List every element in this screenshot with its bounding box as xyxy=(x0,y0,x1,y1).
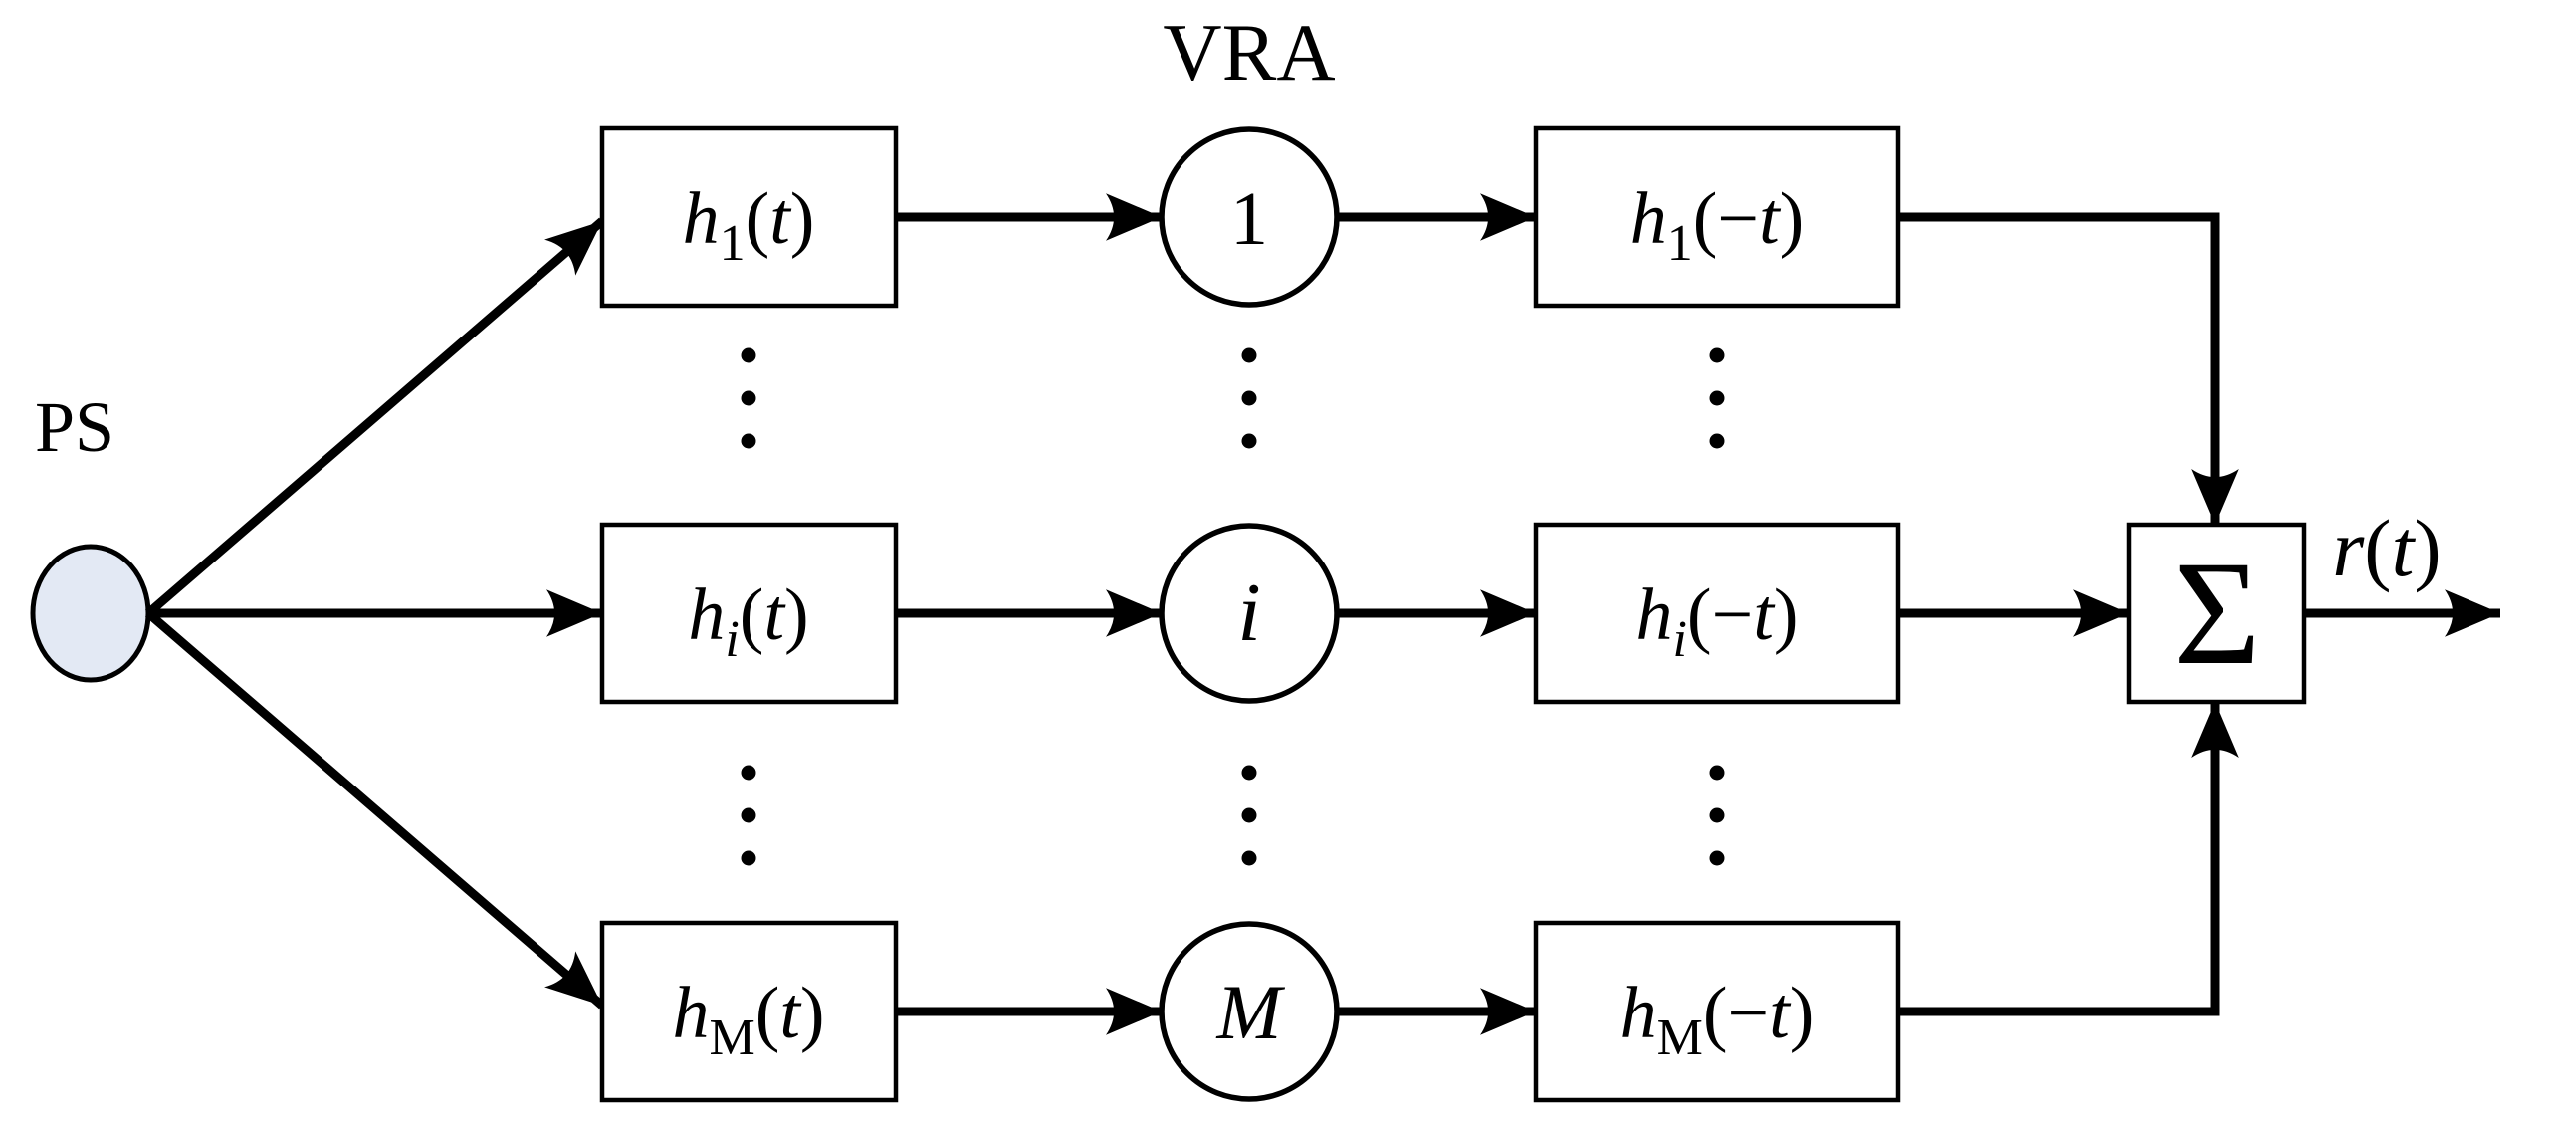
dot xyxy=(741,390,756,406)
forward-filter-label-i: hi(t) xyxy=(688,574,808,668)
arrow-source-to-h1 xyxy=(145,217,605,617)
reverse-filter-label-1: h1(−t) xyxy=(1630,178,1805,272)
time-variable: t xyxy=(779,973,802,1054)
func-symbol: h xyxy=(672,973,709,1054)
paren-open: ( xyxy=(740,574,764,656)
time-variable: t xyxy=(763,574,786,656)
dot xyxy=(1709,433,1725,449)
ellipsis-col1-gap2 xyxy=(741,765,756,866)
time-variable: t xyxy=(2392,503,2417,593)
paren-close: ) xyxy=(1780,178,1805,260)
dot xyxy=(1241,433,1257,449)
func-symbol: r xyxy=(2332,503,2365,593)
ellipsis-col2-gap2 xyxy=(1241,765,1257,866)
wire-h1rev-to-sum xyxy=(1898,212,2239,525)
paren-open: ( xyxy=(746,178,770,260)
dot xyxy=(1241,765,1257,781)
time-variable: t xyxy=(1759,178,1782,260)
func-subscript: 1 xyxy=(1667,215,1693,272)
reverse-filter-label-i: hi(−t) xyxy=(1635,574,1798,668)
reverse-filter-box-M xyxy=(1533,920,1901,1103)
ellipsis-col1-gap1 xyxy=(741,347,756,449)
paren-close: ) xyxy=(2414,503,2441,593)
minus-sign: − xyxy=(1727,973,1769,1054)
paren-close: ) xyxy=(784,574,809,656)
output-signal-label: r(t) xyxy=(2332,503,2441,593)
point-source-group: PS xyxy=(30,387,151,683)
paren-open: ( xyxy=(1693,178,1718,260)
minus-sign: − xyxy=(1712,574,1754,656)
array-element-label-1: 1 xyxy=(1230,177,1268,261)
dot xyxy=(1241,347,1257,363)
paren-open: ( xyxy=(1703,973,1728,1054)
paren-close: ) xyxy=(790,178,815,260)
dot xyxy=(741,807,756,823)
arrow-source-to-hM xyxy=(145,609,605,1010)
dot xyxy=(1709,765,1725,781)
ellipsis-col3-gap2 xyxy=(1709,765,1725,866)
dot xyxy=(1709,850,1725,866)
paren-open: ( xyxy=(755,973,780,1054)
func-symbol: h xyxy=(688,574,725,656)
dot xyxy=(1241,807,1257,823)
dot xyxy=(1709,390,1725,406)
func-symbol: h xyxy=(1635,574,1672,656)
array-title: VRA xyxy=(1163,7,1335,98)
reverse-filter-box-i xyxy=(1533,522,1901,705)
forward-filter-label-M: hM(t) xyxy=(672,973,824,1066)
row-channel-i: hi(t) i hi(−t) xyxy=(599,522,2129,705)
minus-sign: − xyxy=(1717,178,1759,260)
reverse-filter-label-M: hM(−t) xyxy=(1620,973,1815,1066)
func-symbol: h xyxy=(683,178,720,260)
func-subscript: i xyxy=(1672,611,1686,668)
paren-close: ) xyxy=(800,973,825,1054)
dot xyxy=(1241,850,1257,866)
ellipsis-col3-gap1 xyxy=(1709,347,1725,449)
wire-hMrev-to-sum xyxy=(1898,702,2239,1016)
array-element-label-i: i xyxy=(1237,566,1260,659)
time-variable: t xyxy=(1769,973,1792,1054)
dot xyxy=(741,347,756,363)
point-source-node xyxy=(30,544,151,683)
dot xyxy=(1241,390,1257,406)
dot xyxy=(741,850,756,866)
paren-open: ( xyxy=(1687,574,1712,656)
func-subscript: M xyxy=(709,1010,754,1066)
dot xyxy=(741,433,756,449)
ellipsis-col2-gap1 xyxy=(1241,347,1257,449)
func-symbol: h xyxy=(1620,973,1657,1054)
dot xyxy=(741,765,756,781)
sum-symbol: Σ xyxy=(2173,531,2259,696)
summation-group: Σ r(t) xyxy=(2126,503,2500,705)
paren-close: ) xyxy=(1790,973,1815,1054)
forward-filter-box-M xyxy=(599,920,899,1103)
row-channel-M: hM(t) M hM(−t) xyxy=(599,702,2239,1103)
row-channel-1: h1(t) 1 h1(−t) xyxy=(599,125,2239,525)
time-variable: t xyxy=(769,178,792,260)
array-element-label-M: M xyxy=(1216,969,1286,1055)
source-label: PS xyxy=(35,387,114,467)
func-subscript: i xyxy=(725,611,739,668)
func-symbol: h xyxy=(1630,178,1667,260)
dot xyxy=(1709,347,1725,363)
dot xyxy=(1709,807,1725,823)
func-subscript: 1 xyxy=(720,215,746,272)
paren-open: ( xyxy=(2364,503,2391,593)
func-subscript: M xyxy=(1657,1010,1703,1066)
time-variable: t xyxy=(1753,574,1776,656)
forward-filter-label-1: h1(t) xyxy=(683,178,815,272)
paren-close: ) xyxy=(1774,574,1799,656)
source-fan-arrows xyxy=(145,217,605,1010)
